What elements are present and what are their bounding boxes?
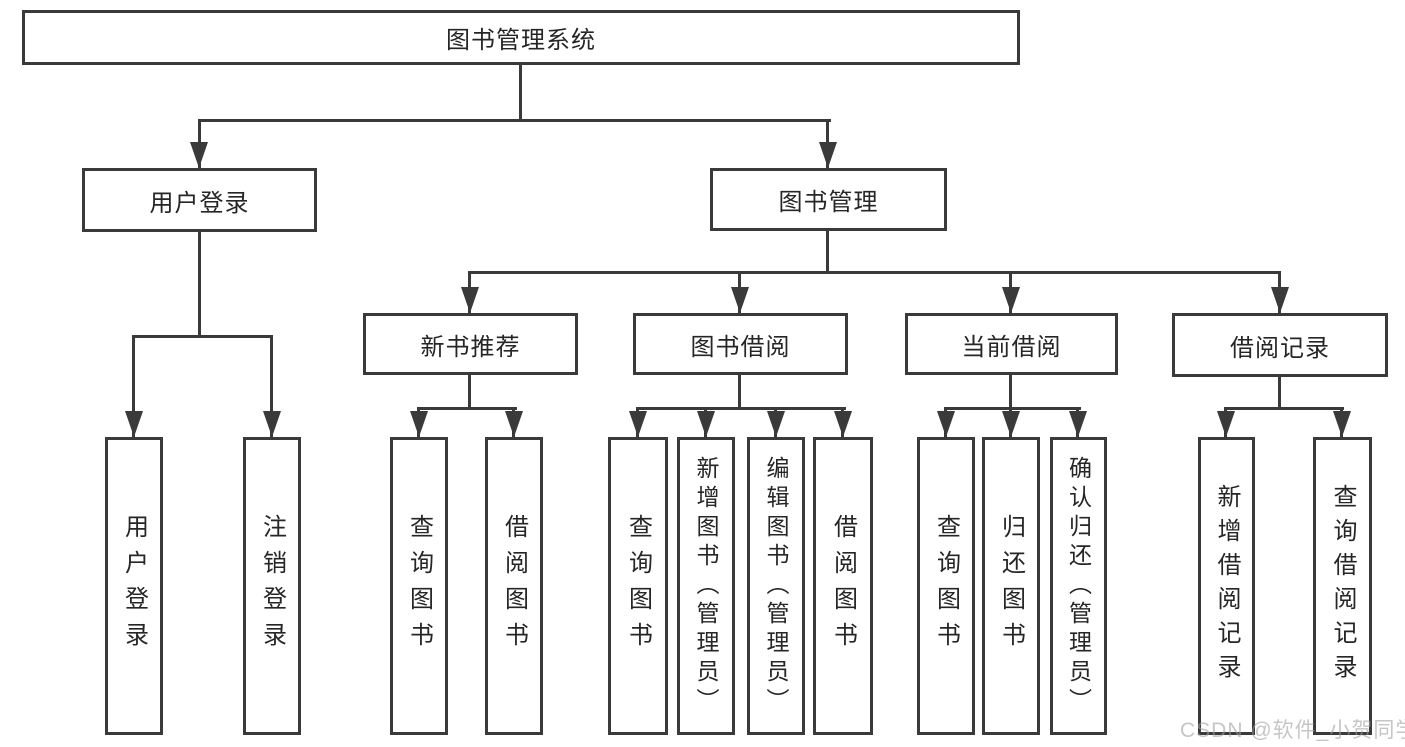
connector-newbook-stem (468, 374, 471, 410)
leaf-confirm-return-admin: 确认归还（管理员） (1050, 437, 1107, 735)
leaf-search-books-current: 查询图书 (917, 437, 975, 735)
leaf-borrow-books-recommend: 借阅图书 (485, 437, 543, 735)
arrowhead-icon (1217, 411, 1235, 437)
node-label: 新书推荐 (420, 333, 521, 361)
arrowhead-icon (1333, 411, 1351, 437)
connector-bookmgmt-fork (468, 271, 1281, 274)
node-label: 借阅记录 (1230, 334, 1330, 362)
arrowhead-icon (819, 142, 837, 168)
leaf-label: 归还图书 (997, 514, 1025, 658)
connector-current-stem (1009, 374, 1012, 410)
node-book-borrowing: 图书借阅 (633, 313, 848, 375)
arrowhead-icon (505, 411, 523, 437)
arrowhead-icon (834, 411, 852, 437)
leaf-label: 新增借阅记录 (1213, 484, 1240, 688)
connector-root-stem (519, 64, 522, 121)
node-user-login: 用户登录 (82, 168, 317, 232)
node-label: 图书管理系统 (446, 27, 596, 54)
connector-root-fork (198, 119, 831, 122)
leaf-label: 借阅图书 (500, 514, 528, 658)
arrowhead-icon (731, 287, 749, 313)
connector-userlogin-child2-stem (270, 335, 273, 437)
leaf-search-books-recommend: 查询图书 (390, 437, 448, 735)
leaf-label: 查询图书 (932, 514, 960, 658)
arrowhead-icon (629, 411, 647, 437)
connector-current-fork (944, 407, 1081, 410)
leaf-label: 查询图书 (624, 514, 652, 658)
arrowhead-icon (1069, 411, 1087, 437)
csdn-watermark: CSDN @软件_小贺同学 (1180, 719, 1405, 742)
connector-userlogin-stem (198, 231, 201, 337)
leaf-user-login: 用户登录 (105, 437, 163, 735)
node-borrowing-records: 借阅记录 (1172, 313, 1388, 377)
leaf-logout: 注销登录 (243, 437, 301, 735)
leaf-search-books-borrowing: 查询图书 (608, 437, 668, 735)
leaf-label: 查询图书 (405, 514, 433, 658)
leaf-return-books: 归还图书 (982, 437, 1040, 735)
node-current-borrowing: 当前借阅 (905, 313, 1118, 375)
arrowhead-icon (125, 411, 143, 437)
leaf-label: 用户登录 (120, 514, 148, 658)
leaf-edit-books-admin: 编辑图书（管理员） (747, 437, 805, 735)
node-label: 当前借阅 (961, 333, 1062, 361)
node-book-management: 图书管理 (710, 168, 947, 231)
connector-bookmgmt-stem (826, 230, 829, 274)
leaf-add-borrow-record: 新增借阅记录 (1198, 437, 1255, 735)
node-label: 用户登录 (149, 189, 250, 217)
arrowhead-icon (1002, 287, 1020, 313)
leaf-label: 新增图书（管理员） (693, 455, 719, 717)
arrowhead-icon (263, 411, 281, 437)
connector-userlogin-fork (132, 335, 273, 338)
arrowhead-icon (767, 411, 785, 437)
arrowhead-icon (1002, 411, 1020, 437)
connector-borrowing-fork (636, 407, 846, 410)
leaf-borrow-books-borrowing: 借阅图书 (813, 437, 873, 735)
leaf-search-borrow-record: 查询借阅记录 (1313, 437, 1372, 735)
node-new-book-recommendation: 新书推荐 (363, 313, 578, 375)
leaf-label: 确认归还（管理员） (1065, 455, 1092, 717)
connector-records-fork (1224, 407, 1344, 410)
leaf-label: 借阅图书 (829, 514, 857, 658)
arrowhead-icon (461, 287, 479, 313)
arrowhead-icon (697, 411, 715, 437)
leaf-label: 编辑图书（管理员） (763, 455, 789, 717)
connector-records-stem (1278, 376, 1281, 410)
node-library-management-system: 图书管理系统 (22, 10, 1020, 65)
connector-borrowing-stem (738, 374, 741, 410)
node-label: 图书管理 (778, 189, 879, 216)
leaf-label: 注销登录 (258, 514, 286, 658)
arrowhead-icon (190, 142, 208, 168)
arrowhead-icon (1271, 287, 1289, 313)
leaf-label: 查询借阅记录 (1329, 484, 1356, 688)
connector-newbook-fork (417, 407, 517, 410)
arrowhead-icon (410, 411, 428, 437)
node-label: 图书借阅 (690, 333, 791, 361)
connector-userlogin-child1-stem (132, 335, 135, 437)
arrowhead-icon (937, 411, 955, 437)
leaf-add-books-admin: 新增图书（管理员） (677, 437, 735, 735)
